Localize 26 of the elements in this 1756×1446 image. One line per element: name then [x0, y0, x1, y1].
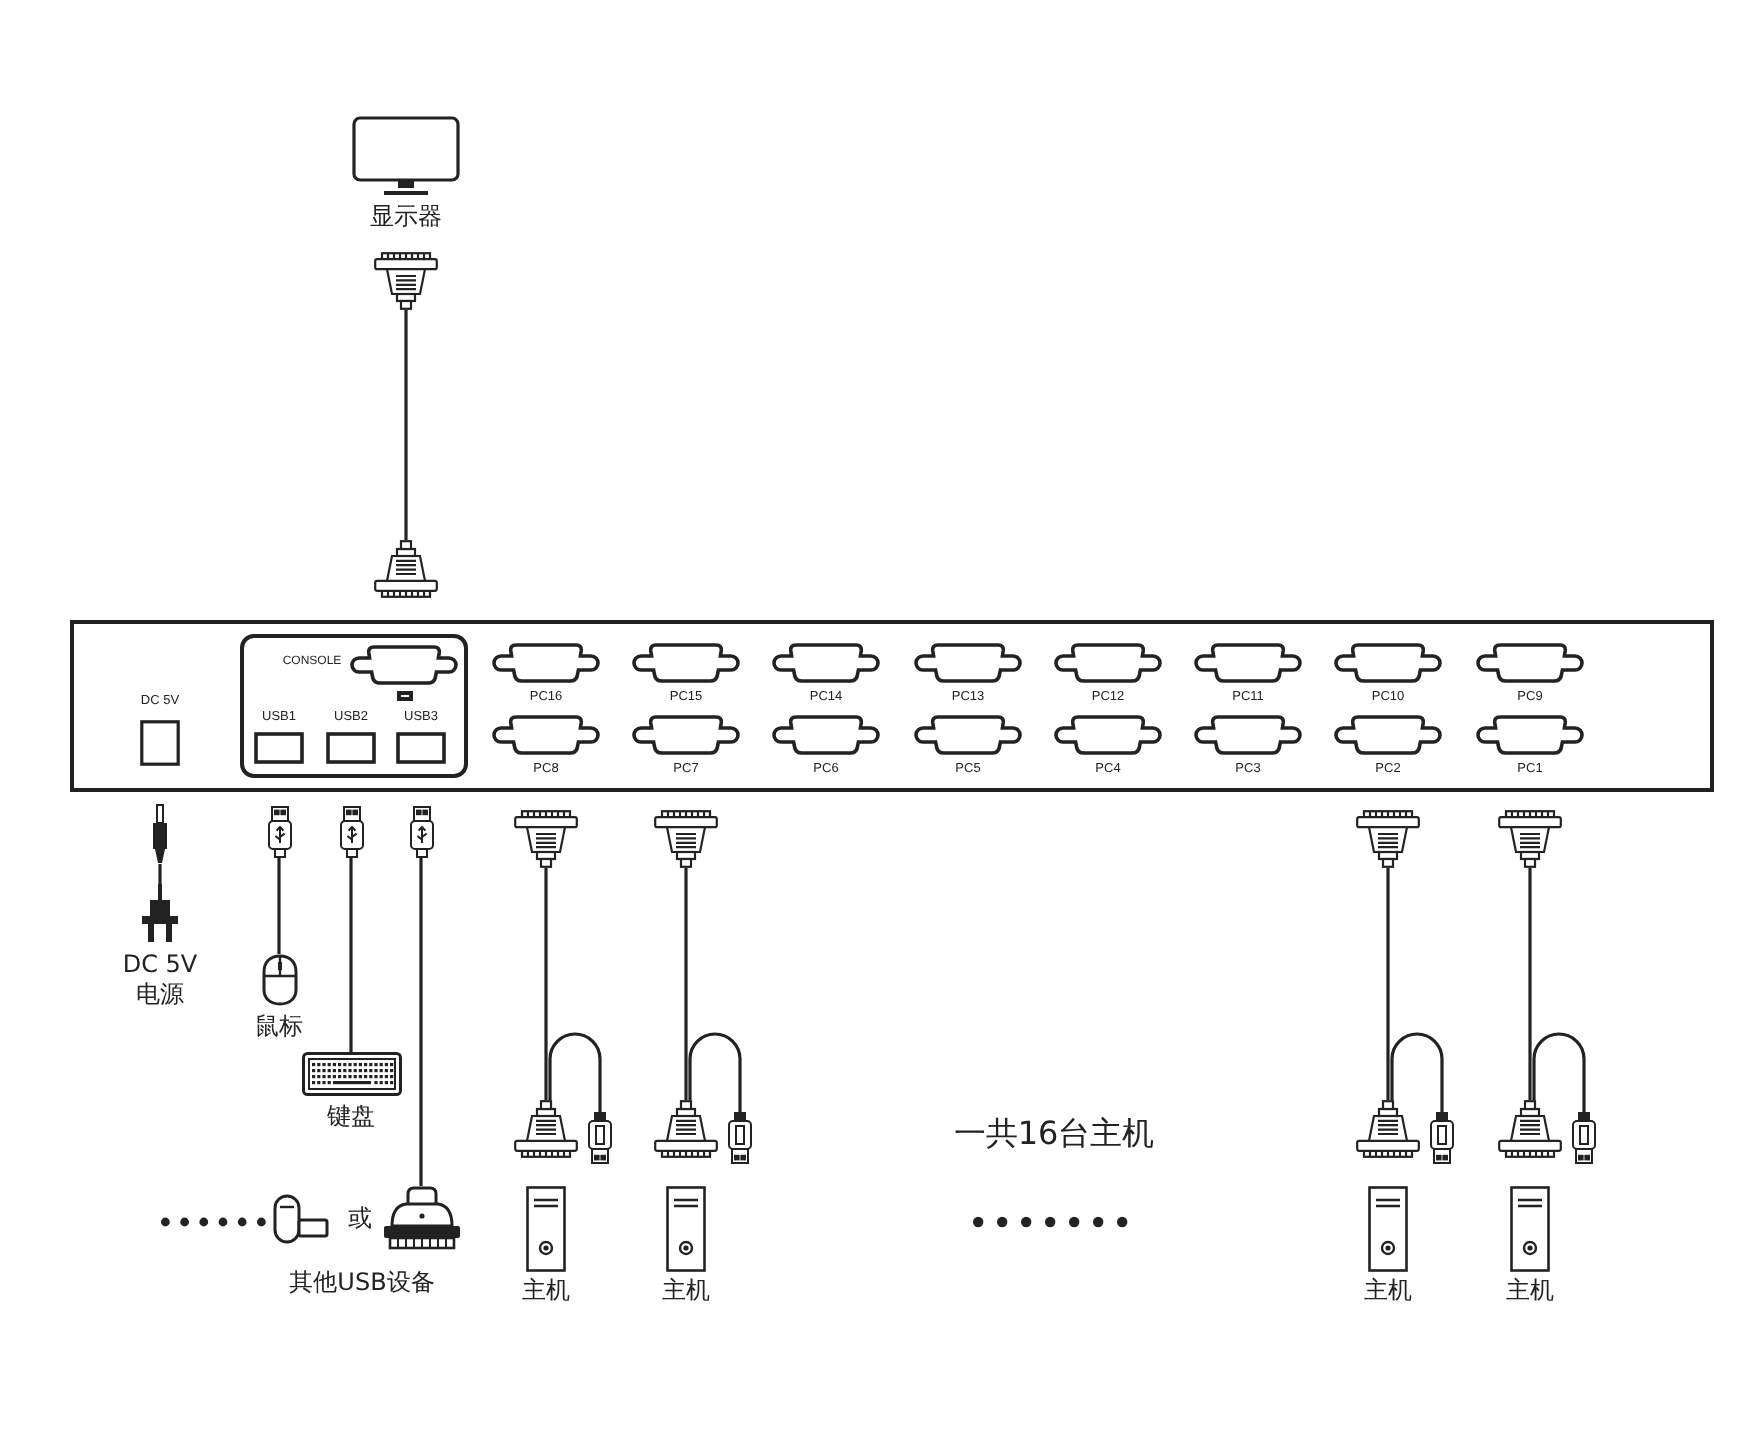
console-panel: [240, 634, 468, 778]
kvm-panel: [70, 620, 1714, 792]
device-label: 显示器: [368, 202, 444, 232]
cable: [1528, 868, 1532, 1100]
cable: [544, 868, 548, 1100]
device-label: DC 5V 电源: [120, 950, 200, 1010]
cable: [684, 868, 688, 1100]
cable: [548, 1032, 602, 1112]
cable: [1390, 1032, 1444, 1112]
total-hosts-note: 一共16台主机: [951, 1114, 1157, 1154]
or-text: 或: [346, 1204, 374, 1234]
device-label: 主机: [520, 1276, 572, 1306]
device-label: 主机: [1362, 1276, 1414, 1306]
cable: [404, 310, 408, 540]
device-caption: 其他USB设备: [287, 1268, 437, 1298]
device-label: 主机: [660, 1276, 712, 1306]
cable: [419, 858, 423, 1186]
cable: [1532, 1032, 1586, 1112]
cable: [277, 858, 281, 954]
device-label: 主机: [1504, 1276, 1556, 1306]
cable: [1386, 868, 1390, 1100]
device-label: 键盘: [325, 1102, 377, 1132]
cable: [158, 864, 162, 884]
cable: [688, 1032, 742, 1112]
cable: [349, 858, 353, 1052]
device-label: 鼠标: [253, 1012, 305, 1042]
